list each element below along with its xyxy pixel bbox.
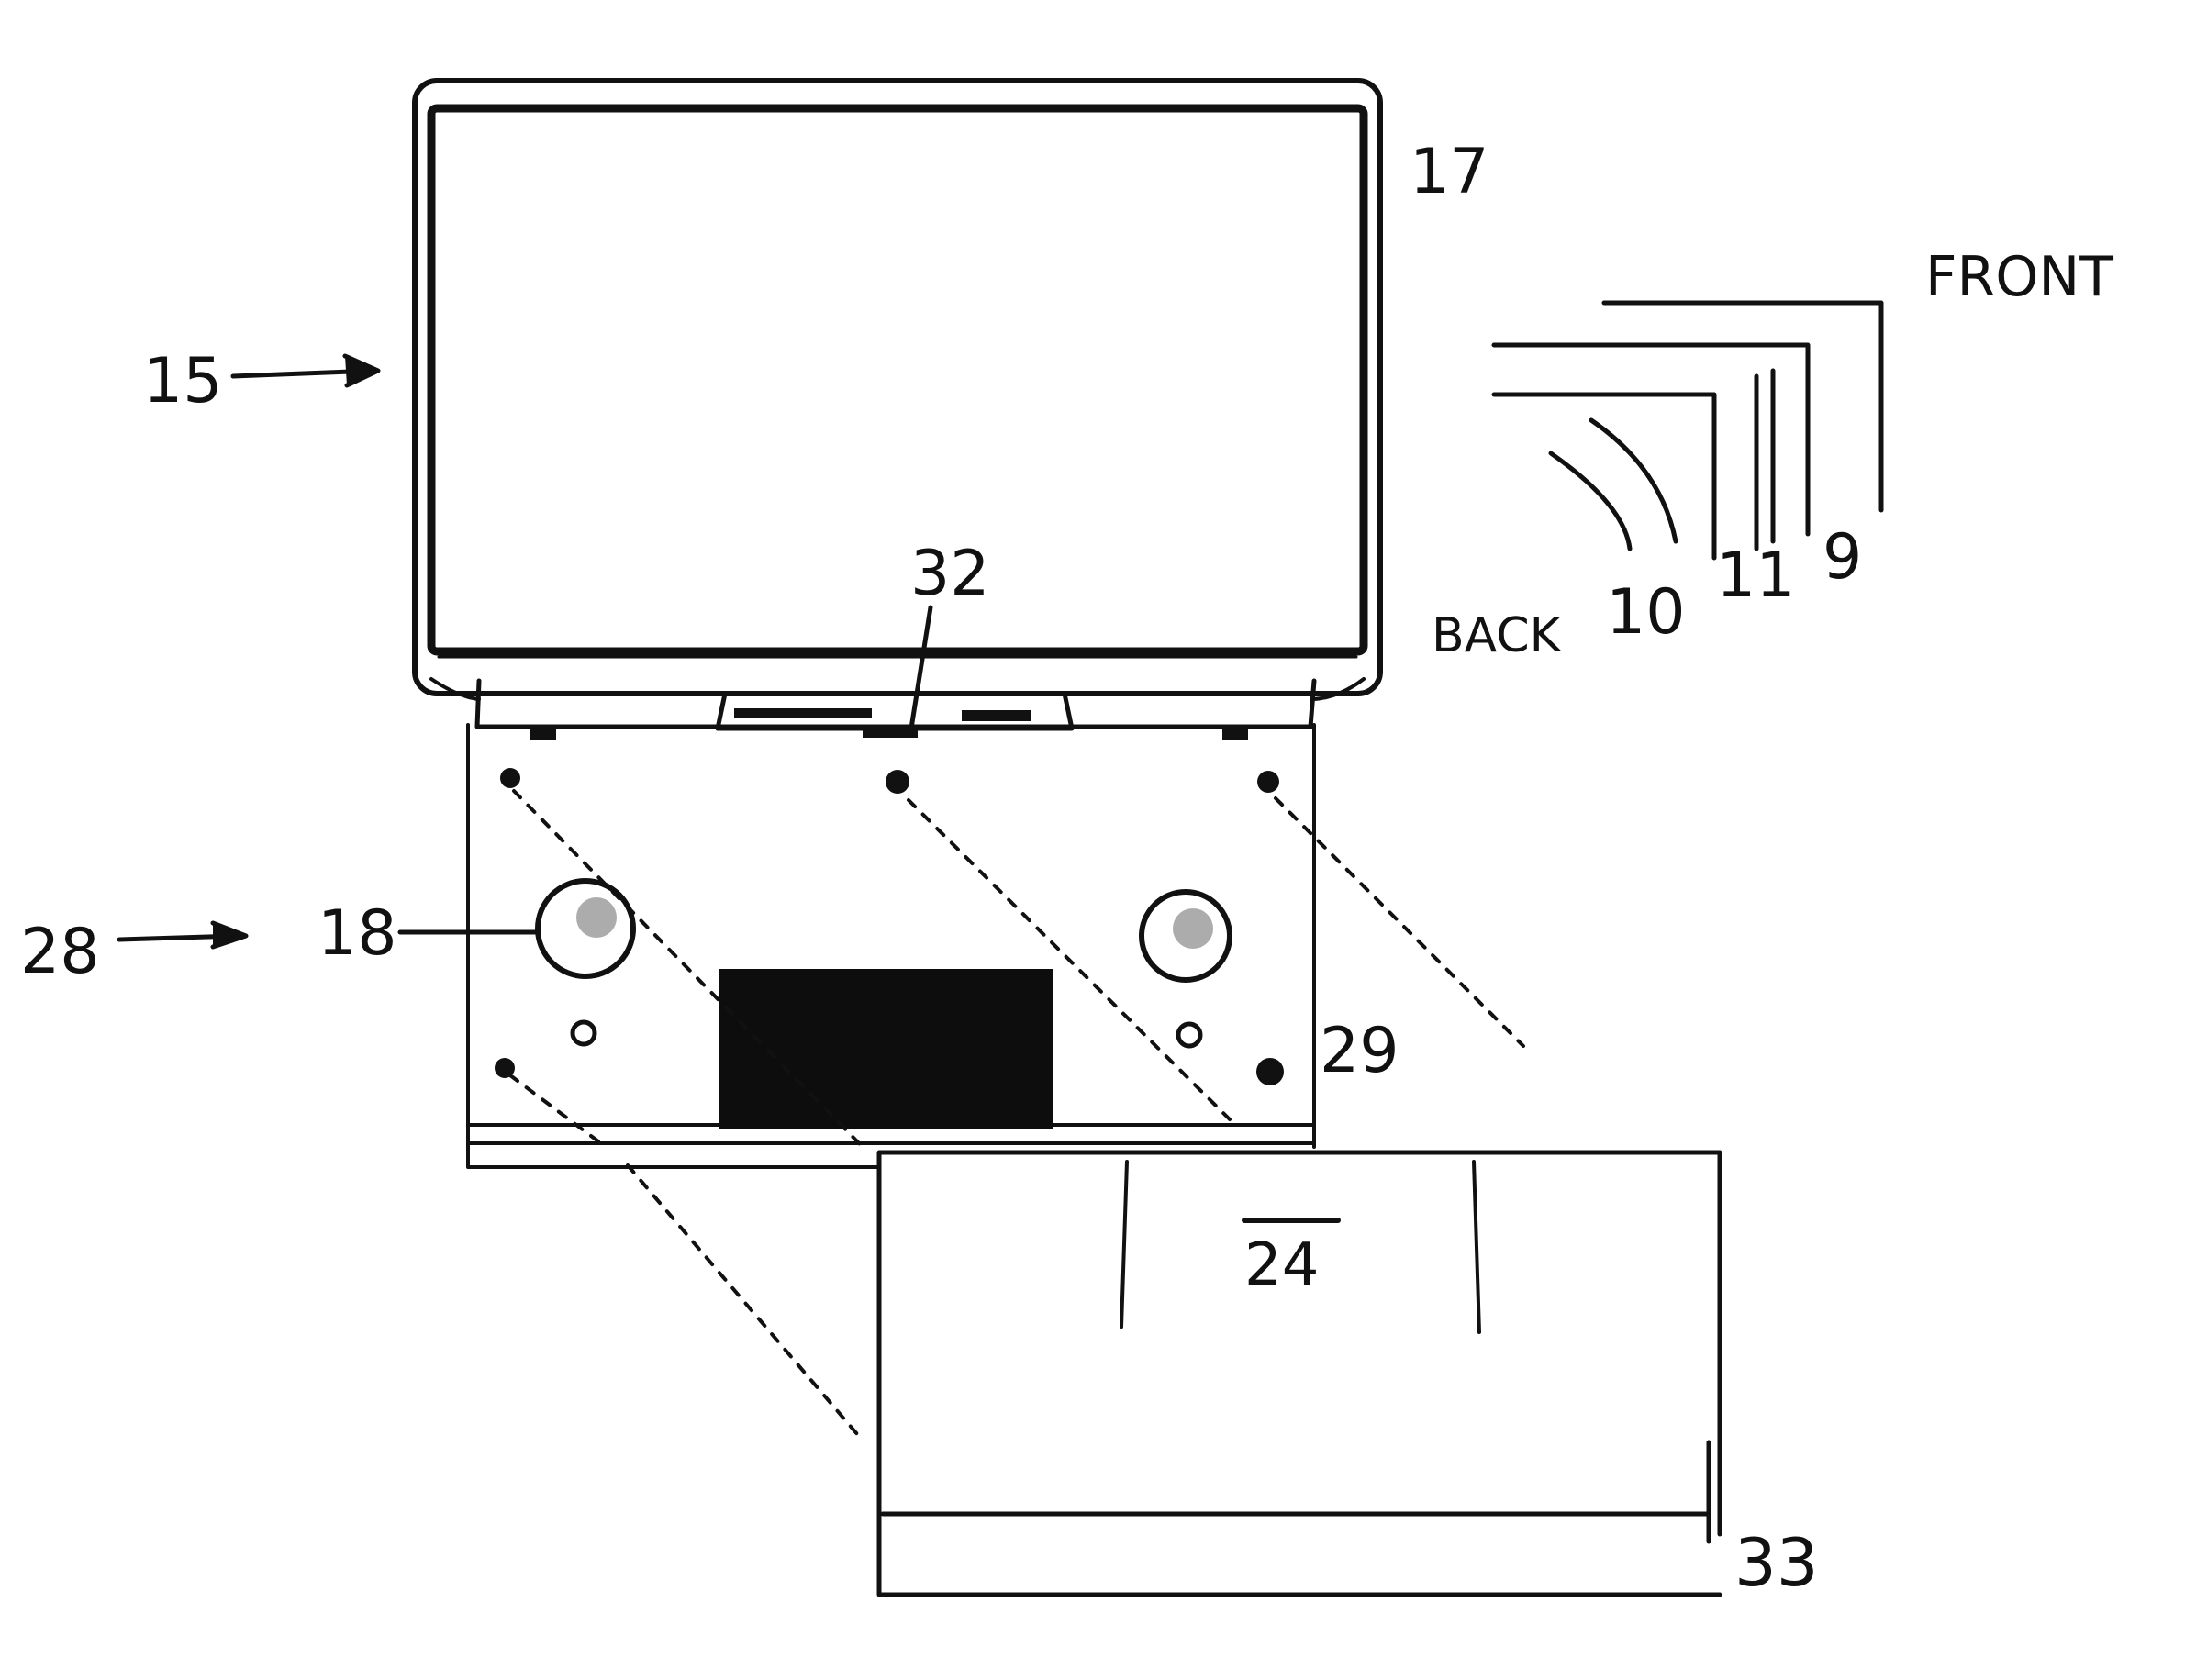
- foot-right: [1222, 727, 1248, 740]
- monitor: [412, 78, 1383, 740]
- label-28: 28: [20, 916, 100, 988]
- foot-left: [530, 727, 556, 740]
- drawer-divider-left: [1120, 1160, 1129, 1329]
- label-33: 33: [1734, 1524, 1819, 1601]
- central-opening: [719, 969, 1053, 1129]
- monitor-screen: [427, 104, 1368, 656]
- label-24: 24: [1244, 1231, 1319, 1299]
- arrowhead-15: [342, 353, 381, 388]
- drawer: [876, 1150, 1722, 1597]
- layer-10-curve-a: [1548, 451, 1633, 551]
- label-15: 15: [143, 345, 223, 417]
- screw-top-left: [500, 768, 520, 788]
- label-17: 17: [1410, 136, 1489, 208]
- leaders: [117, 353, 933, 950]
- label-9: 9: [1823, 521, 1862, 594]
- port-connector-right: [962, 710, 1031, 721]
- drawer-outline: [876, 1150, 1722, 1597]
- ring-right: [1176, 1021, 1203, 1049]
- knob-left: [535, 878, 636, 979]
- label-11: 11: [1716, 540, 1796, 612]
- layer-9-line: [1601, 300, 1884, 513]
- mount-plate: [466, 723, 1525, 1442]
- port-connector-center: [863, 725, 918, 738]
- monitor-outer-bezel: [412, 78, 1383, 696]
- dashed-guides: [508, 789, 1525, 1442]
- label-32: 32: [910, 538, 990, 610]
- screw-bottom-right: [1256, 1058, 1284, 1085]
- layer-diagram: [1491, 300, 1884, 561]
- screw-bottom-left: [495, 1058, 515, 1078]
- screw-top-right: [1257, 771, 1279, 793]
- label-29: 29: [1320, 1015, 1399, 1087]
- screw-top-center: [886, 770, 909, 794]
- knob-left-texture: [576, 897, 617, 938]
- label-back: BACK: [1432, 608, 1563, 663]
- layer-10-curve-b: [1589, 417, 1678, 544]
- layer-10-line: [1491, 392, 1717, 561]
- label-front: FRONT: [1925, 245, 2113, 309]
- knob-right-texture: [1173, 908, 1213, 949]
- port-panel: [715, 691, 1075, 731]
- arrowhead-28: [210, 920, 249, 950]
- drawer-divider-right: [1472, 1160, 1481, 1334]
- label-18: 18: [318, 897, 397, 970]
- monitor-base: [474, 678, 1317, 729]
- ring-left: [570, 1019, 597, 1047]
- port-connector-left: [734, 708, 872, 718]
- mount-plate-outline: [466, 723, 1316, 1169]
- layer-11-line: [1491, 342, 1811, 537]
- label-10: 10: [1606, 576, 1686, 649]
- leader-32: [908, 605, 933, 737]
- monitor-base-left-bevel: [429, 677, 481, 701]
- knob-right: [1139, 889, 1232, 983]
- monitor-base-right-bevel: [1312, 677, 1366, 701]
